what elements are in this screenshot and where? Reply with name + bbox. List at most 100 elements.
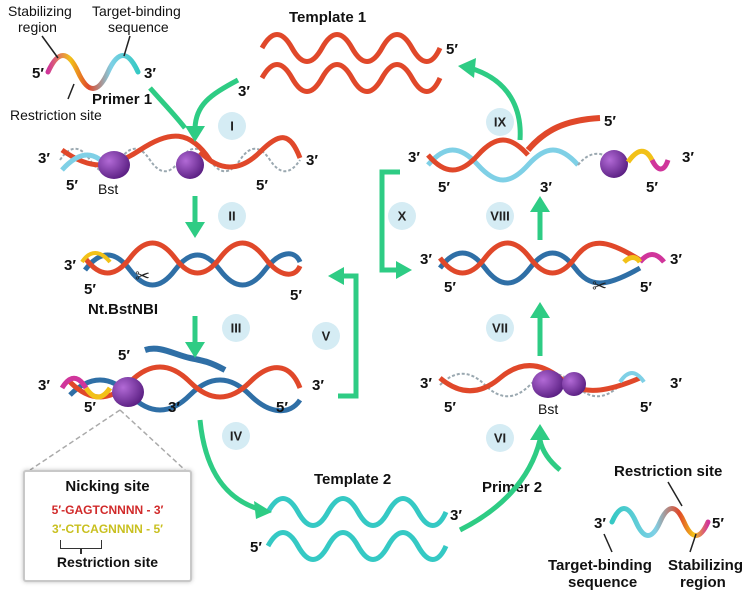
c8-5prime-right: 5′ [646, 179, 658, 196]
magenta-segment-3 [59, 375, 89, 390]
step-markers: I II III IV V VI VII VIII IX X [218, 108, 514, 452]
c8-3prime-right: 3′ [682, 149, 694, 166]
c7-3prime-right: 3′ [670, 251, 682, 268]
arrows [148, 58, 562, 533]
c6-5prime-right: 5′ [640, 399, 652, 416]
c1-3prime-left: 3′ [38, 150, 50, 167]
restriction-site-label-2: Restriction site [614, 463, 722, 480]
template1-strand-top [259, 32, 443, 64]
primer1-label: Primer 1 [92, 91, 152, 108]
arrow-III-head [185, 342, 205, 358]
template2-strand-bottom [265, 530, 449, 562]
c7-5prime-left: 5′ [444, 279, 456, 296]
yellow-segment-7 [622, 255, 643, 264]
bst-enzyme-3 [112, 377, 144, 407]
step-circle-VII [486, 314, 514, 342]
step-label-II: II [228, 209, 235, 224]
step-circle-IV [222, 422, 250, 450]
arrow-I-head [185, 126, 205, 142]
restriction-pointer-1 [67, 83, 75, 100]
primer1-5prime: 5′ [32, 65, 44, 82]
target-binding-pointer-2 [603, 533, 613, 553]
template2-3prime: 3′ [450, 507, 462, 524]
restriction-site-label-1: Restriction site [10, 107, 102, 123]
step-circle-X [388, 202, 416, 230]
arrow-I [192, 77, 240, 131]
red-strand-1b [198, 135, 303, 170]
c3-5prime-right: 5′ [276, 399, 288, 416]
template2-5prime: 5′ [250, 539, 262, 556]
template1-5prime: 5′ [446, 41, 458, 58]
arrow-VI [458, 439, 543, 533]
red-strand-6 [438, 363, 641, 394]
complex-step1: 3′ 5′ Bst 5′ 3′ [38, 133, 318, 197]
step-circle-IX [486, 108, 514, 136]
arrow-V-head [328, 267, 344, 285]
scissors-icon-1: ✂ [135, 266, 150, 286]
step-label-VII: VII [492, 321, 508, 336]
c8-3prime-left: 3′ [408, 149, 420, 166]
step-circle-VI [486, 424, 514, 452]
c2-5prime-right: 5′ [290, 287, 302, 304]
c6-5prime-left: 5′ [444, 399, 456, 416]
step-label-III: III [231, 321, 242, 336]
red-strand-7 [438, 240, 642, 276]
yellow-segment-8 [625, 148, 655, 164]
displaced-strand-8 [525, 115, 601, 152]
arrow-IV-head [254, 501, 272, 519]
step-label-VI: VI [494, 431, 506, 446]
c3-5prime-left: 5′ [84, 399, 96, 416]
red-strand-2 [83, 240, 303, 277]
step-label-IX: IX [494, 115, 507, 130]
blue-strand-3 [68, 377, 303, 414]
bst-enzyme-6a [532, 370, 564, 398]
target-binding-pointer-1 [123, 35, 131, 57]
primer1-3prime: 3′ [144, 65, 156, 82]
cyan-segment-6 [618, 371, 646, 384]
c1-5prime-right: 5′ [256, 177, 268, 194]
step-label-I: I [230, 119, 234, 134]
magenta-segment-8 [649, 158, 671, 172]
bst-enzyme-1b [176, 151, 204, 179]
template2-group: Template 2 3′ 5′ [250, 471, 462, 562]
template2-strand-top [265, 496, 449, 528]
step-circle-VIII [486, 202, 514, 230]
bst-label-1: Bst [98, 181, 118, 197]
c6-3prime-right: 3′ [670, 375, 682, 392]
arrow-II-head [185, 222, 205, 238]
zoom-line-right [119, 409, 186, 471]
blue-strand-7 [438, 250, 642, 286]
template1-strand-bottom [259, 62, 443, 94]
stabilizing-pointer-1 [41, 35, 59, 59]
c8-3prime-mid: 3′ [540, 179, 552, 196]
step-label-VIII: VIII [490, 209, 510, 224]
template1-3prime: 3′ [238, 83, 250, 100]
primer2-group: Primer 2 3′ 5′ Restriction site Target-b… [482, 463, 743, 591]
arrow-X-head [396, 261, 412, 279]
primer2-3prime: 3′ [594, 515, 606, 532]
c3-3prime-left: 3′ [38, 377, 50, 394]
primer2-5prime: 5′ [712, 515, 724, 532]
bst-enzyme-6b [562, 372, 586, 396]
nicking-site-title: Nicking site [65, 478, 150, 495]
c8-5prime-left: 5′ [438, 179, 450, 196]
arrow-IV [197, 419, 263, 513]
red-strand-8 [426, 137, 530, 173]
step-label-V: V [322, 329, 331, 344]
arrow-X [379, 169, 400, 273]
template1-group: Template 1 5′ 3′ [238, 9, 458, 100]
arrow-VII-head [530, 302, 550, 318]
c3-3prime-mid: 3′ [168, 399, 180, 416]
step-label-X: X [398, 209, 407, 224]
step-circle-III [222, 314, 250, 342]
yellow-segment-2 [80, 251, 112, 264]
complex-step2: ✂ 3′ 5′ 5′ Nt.BstNBI [64, 240, 303, 318]
stabilizing-pointer-2 [689, 533, 697, 553]
zoom-line-left [29, 409, 121, 471]
nicking-site-box: Nicking site 5′-GAGTCNNNN - 3′ 3′-CTCAGN… [23, 470, 192, 582]
step-circle-I [218, 112, 246, 140]
